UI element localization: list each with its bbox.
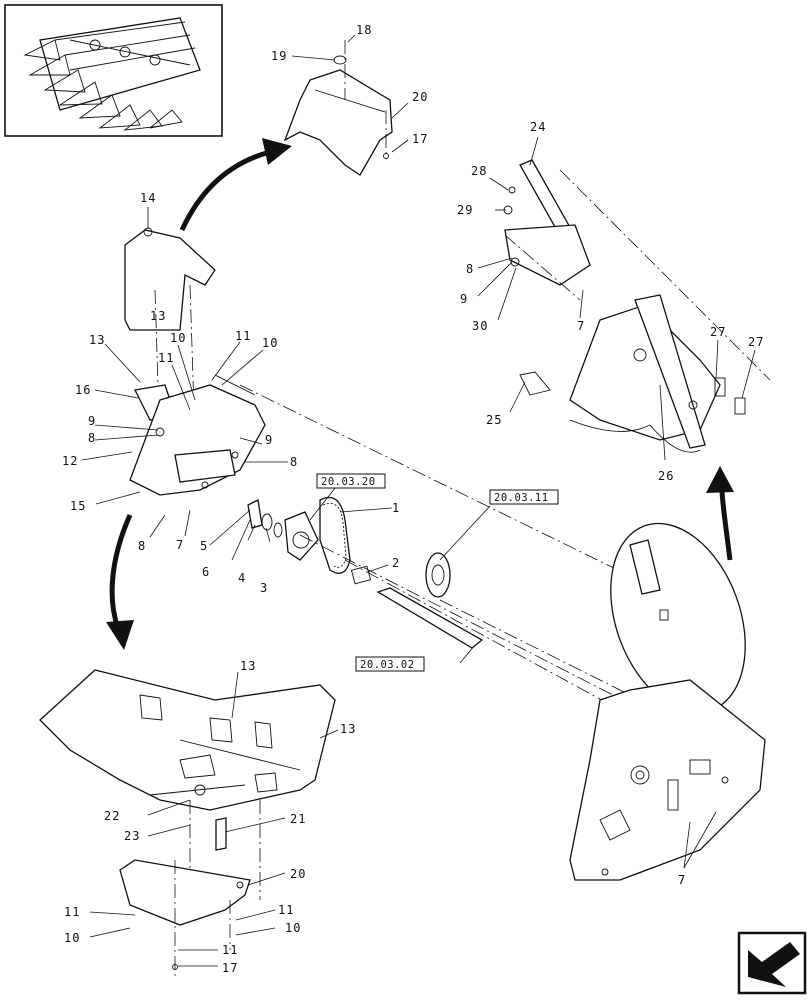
row-unit-frame <box>569 522 766 881</box>
header-thumbnail <box>4 4 223 137</box>
callout-27: 27 <box>710 325 726 339</box>
upper-shield-assembly <box>283 40 393 176</box>
arrow-up-left <box>179 138 292 232</box>
callout-10: 10 <box>64 931 80 945</box>
callout-13: 13 <box>89 333 105 347</box>
drive-assembly <box>247 496 741 771</box>
callout-11: 11 <box>222 943 238 957</box>
callout-28: 28 <box>471 164 487 178</box>
callout-8: 8 <box>88 431 96 445</box>
callout-29: 29 <box>457 203 473 217</box>
callout-17: 17 <box>222 961 238 975</box>
callout-7: 7 <box>678 873 686 887</box>
reference-box <box>355 656 425 672</box>
callout-13: 13 <box>150 309 166 323</box>
callout-23: 23 <box>124 829 140 843</box>
callout-18: 18 <box>356 23 372 37</box>
divider-arm-assembly <box>503 159 771 453</box>
arrow-down-left <box>106 513 134 650</box>
callout-12: 12 <box>62 454 78 468</box>
callout-25: 25 <box>486 413 502 427</box>
callout-26: 26 <box>658 469 674 483</box>
callout-19: 19 <box>271 49 287 63</box>
callout-13: 13 <box>340 722 356 736</box>
callout-10: 10 <box>170 331 186 345</box>
callout-21: 21 <box>290 812 306 826</box>
arrow-up-right <box>706 466 734 561</box>
callout-8: 8 <box>466 262 474 276</box>
next-page-arrow-icon[interactable] <box>737 931 807 995</box>
callout-7: 7 <box>577 319 585 333</box>
callout-11: 11 <box>158 351 174 365</box>
callout-4: 4 <box>238 571 246 585</box>
callout-30: 30 <box>472 319 488 333</box>
callout-22: 22 <box>104 809 120 823</box>
callout-27: 27 <box>748 335 764 349</box>
callout-20: 20 <box>412 90 428 104</box>
callout-8: 8 <box>138 539 146 553</box>
callout-1: 1 <box>392 501 400 515</box>
callout-9: 9 <box>88 414 96 428</box>
reference-20-03-20: 20.03.20 <box>321 476 376 488</box>
callout-10: 10 <box>262 336 278 350</box>
reference-box <box>489 489 559 505</box>
callout-3: 3 <box>260 581 268 595</box>
callout-11: 11 <box>235 329 251 343</box>
callout-9: 9 <box>460 292 468 306</box>
callout-15: 15 <box>70 499 86 513</box>
callout-16: 16 <box>75 383 91 397</box>
reference-20-03-02: 20.03.02 <box>360 659 415 671</box>
callout-13: 13 <box>240 659 256 673</box>
callout-14: 14 <box>140 191 156 205</box>
callout-6: 6 <box>202 565 210 579</box>
callout-24: 24 <box>530 120 546 134</box>
callout-5: 5 <box>200 539 208 553</box>
lower-shield-assembly <box>39 669 336 980</box>
callout-2: 2 <box>392 556 400 570</box>
callout-17: 17 <box>412 132 428 146</box>
callout-20: 20 <box>290 867 306 881</box>
callout-7: 7 <box>176 538 184 552</box>
callout-11: 11 <box>278 903 294 917</box>
callout-10: 10 <box>285 921 301 935</box>
reference-20-03-11: 20.03.11 <box>494 492 549 504</box>
reference-box <box>316 473 386 489</box>
callout-9: 9 <box>265 433 273 447</box>
callout-8: 8 <box>290 455 298 469</box>
callout-11: 11 <box>64 905 80 919</box>
left-shield-assembly <box>124 227 721 621</box>
